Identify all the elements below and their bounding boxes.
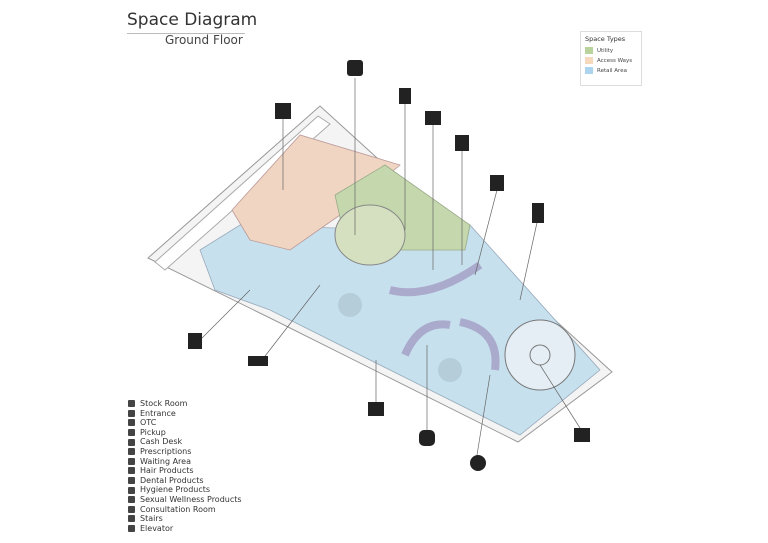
- prescription-icon: [490, 175, 504, 191]
- legend-label: Entrance: [140, 408, 176, 418]
- shelf-icon: [425, 111, 441, 125]
- front-counter: [389, 261, 483, 297]
- legend-item: Elevator: [128, 524, 242, 534]
- door-icon: [188, 333, 202, 349]
- access-swatch: [585, 57, 593, 64]
- consultation-icon: [347, 60, 363, 76]
- utility-swatch: [585, 47, 593, 54]
- retail-swatch: [585, 67, 593, 74]
- legend-item: Stock Room: [128, 399, 242, 409]
- consultation-icon: [128, 505, 135, 513]
- legend-label: Stairs: [140, 514, 163, 524]
- legend-label: OTC: [140, 418, 157, 428]
- legend-label: Pickup: [140, 427, 166, 437]
- legend-label: Cash Desk: [140, 437, 183, 447]
- bottle-icon: [128, 486, 135, 494]
- legend-item: Hair Products: [128, 466, 242, 476]
- stairs-ladder-icon: [399, 88, 411, 104]
- legend-item: OTC: [128, 418, 242, 428]
- pill-icon: [128, 419, 135, 427]
- cash-register-icon: [128, 438, 135, 446]
- legend-label: Sexual Wellness Products: [140, 494, 242, 504]
- space-type-retail: Retail Area: [585, 67, 637, 74]
- shelf-icon: [128, 400, 135, 408]
- legend-item: Prescriptions: [128, 447, 242, 457]
- legend-label: Consultation Room: [140, 504, 216, 514]
- tooth-icon: [419, 430, 435, 446]
- legend-item: Hygiene Products: [128, 485, 242, 495]
- space-type-label: Access Ways: [597, 57, 633, 64]
- space-type-access: Access Ways: [585, 57, 637, 64]
- legend-item: Entrance: [128, 409, 242, 419]
- gender-icon: [128, 496, 135, 504]
- legend-label: Elevator: [140, 523, 174, 533]
- bench-icon: [128, 457, 135, 465]
- legend-item: Pickup: [128, 428, 242, 438]
- legend-item: Dental Products: [128, 476, 242, 486]
- consultation-room: [334, 204, 406, 266]
- legend-label: Hygiene Products: [140, 485, 211, 495]
- gender-icon: [470, 455, 486, 471]
- legend-label: Prescriptions: [140, 446, 192, 456]
- legend-label: Dental Products: [140, 475, 204, 485]
- legend-label: Stock Room: [140, 399, 188, 408]
- legend-label: Waiting Area: [140, 456, 191, 466]
- prescription-icon: [128, 448, 135, 456]
- space-type-utility: Utility: [585, 47, 637, 54]
- legend-item: Cash Desk: [128, 437, 242, 447]
- cash-register-icon: [368, 402, 384, 416]
- diagram-title: Space Diagram: [127, 10, 258, 30]
- tooth-icon: [128, 477, 135, 485]
- spiral-stairs: [504, 319, 576, 391]
- legend-item: Sexual Wellness Products: [128, 495, 242, 505]
- elevator-icon: [275, 103, 291, 119]
- planter: [438, 358, 462, 382]
- legend-item: Consultation Room: [128, 505, 242, 515]
- planter: [338, 293, 362, 317]
- title-divider: [127, 33, 245, 34]
- space-types-legend: Space Types Utility Access Ways Retail A…: [580, 31, 642, 86]
- bench-icon: [248, 356, 268, 366]
- bottle-icon: [532, 203, 544, 223]
- space-types-heading: Space Types: [585, 35, 626, 43]
- space-type-label: Utility: [597, 47, 614, 54]
- legend-item: Waiting Area: [128, 457, 242, 467]
- door-icon: [128, 409, 135, 417]
- curved-counter: [401, 320, 451, 357]
- hair-spray-icon: [128, 467, 135, 475]
- elevator-icon: [128, 525, 135, 533]
- stairs-icon: [574, 428, 590, 442]
- space-type-label: Retail Area: [597, 67, 627, 74]
- legend-label: Hair Products: [140, 466, 194, 476]
- curved-counter-2: [459, 318, 500, 371]
- pickup-hand-icon: [455, 135, 469, 151]
- diagram-subtitle: Ground Floor: [165, 33, 243, 47]
- legend-item: Stairs: [128, 514, 242, 524]
- pickup-hand-icon: [128, 429, 135, 437]
- stairs-icon: [128, 515, 135, 523]
